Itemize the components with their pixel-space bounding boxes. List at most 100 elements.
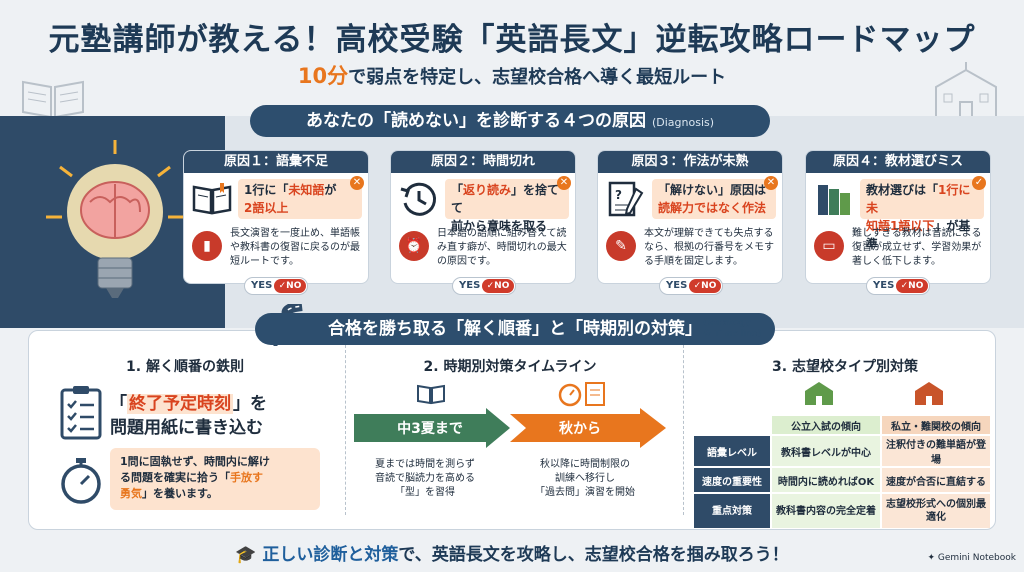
phase1-line: 音読で脳読力を高める [375, 473, 475, 484]
row-label: 速度の重要性 [694, 468, 770, 492]
column-divider [683, 345, 684, 515]
yes-no-toggle[interactable]: YES ✓NO [866, 277, 930, 295]
public-school-icon [805, 382, 833, 405]
cause-question: 「解けない」原因は読解力ではなく作法 [652, 179, 776, 219]
clock-rewind-icon [400, 182, 437, 216]
yes-label: YES [666, 280, 688, 291]
subtitle-highlight: 10分 [297, 64, 349, 88]
graduation-cap-icon: 🎓 [235, 545, 257, 565]
close-icon: ✕ [557, 176, 571, 190]
phase1-label: 中3夏まで [397, 421, 463, 437]
q-line2: 前から意味を取る [451, 219, 548, 233]
q-pre: 1行に「 [244, 183, 289, 197]
no-text: NO [908, 281, 924, 291]
cell-private: 速度が合否に直結する [882, 468, 990, 492]
col1-note: 1問に固執せず、時間内に解け る問題を確実に拾う「手放す 勇気」を養います。 [110, 448, 320, 510]
col1-quote: 「終了予定時刻」を問題用紙に書き込む [110, 392, 267, 440]
diagnosis-heading-en: (Diagnosis) [651, 116, 715, 129]
worksheet-pencil-icon: ? [608, 181, 644, 217]
no-label: ✓NO [689, 279, 721, 293]
cell-public: 時間内に読めればOK [772, 468, 880, 492]
private-school-icon [915, 382, 943, 405]
q-red: 1行に未 [866, 183, 971, 215]
open-book-circle-icon: ▭ [814, 231, 844, 261]
table-row: 速度の重要性 時間内に読めればOK 速度が合否に直結する [694, 468, 990, 492]
col2-title: 2. 時期別対策タイムライン [423, 359, 597, 375]
school-deco-icon [935, 62, 997, 118]
no-text: NO [494, 281, 510, 291]
phase2-label: 秋から [559, 421, 601, 437]
table-row: 重点対策 教科書内容の完全定着 志望校形式への個別最適化 [694, 494, 990, 528]
cell-public: 教科書レベルが中心 [772, 436, 880, 466]
table-header-private: 私立・難関校の傾向 [882, 416, 990, 434]
row-label: 重点対策 [694, 494, 770, 528]
svg-text:?: ? [615, 188, 622, 202]
quote-line2: 問題用紙に書き込む [110, 418, 263, 438]
phase1-text: 夏までは時間を測らず 音読で脳読力を高める 「型」を習得 [350, 458, 500, 500]
phase2-text: 秋以降に時間制限の 訓練へ移行し 「過去問」演習を開始 [510, 458, 660, 500]
yes-label: YES [251, 280, 273, 291]
yes-no-toggle[interactable]: YES ✓NO [659, 277, 723, 295]
clipboard-checklist-icon [60, 386, 102, 440]
no-text: NO [286, 281, 302, 291]
cause-card-2: 原因２：時間切れ 「返り読み」を捨てて前から意味を取る ✕ ⏰ 日本語の語順に組… [390, 150, 576, 284]
lightbulb-brain-icon [46, 140, 184, 298]
row-label: 語彙レベル [694, 436, 770, 466]
q-pre: 「 [451, 183, 464, 197]
check-icon: ✓ [972, 176, 986, 190]
strategy-heading-en: (Strategy & Timeline) [703, 318, 761, 340]
note-line3: 」を養います。 [142, 487, 218, 500]
phase2-line: 「過去問」演習を開始 [535, 487, 635, 498]
column-divider [345, 345, 346, 515]
no-label: ✓NO [482, 279, 514, 293]
diagnosis-heading: あなたの「読めない」を診断する４つの原因 (Diagnosis) [250, 105, 770, 137]
memo-pencil-icon: ✎ [606, 231, 636, 261]
phase2-line: 秋以降に時間制限の [540, 459, 630, 470]
yes-label: YES [459, 280, 481, 291]
subtitle-text: で弱点を特定し、志望校合格へ導く最短ルート [348, 67, 727, 88]
cause-question: 「返り読み」を捨てて前から意味を取る [445, 179, 569, 233]
q-post: が [324, 183, 337, 197]
cause-card-4: 原因４：教材選びミス 教材選びは「1行に未知語1語以下」が基準 ✓ ▭ 難しすぎ… [805, 150, 991, 284]
no-text: NO [701, 281, 717, 291]
cause-card-title: 原因１：語彙不足 [184, 151, 368, 173]
quote-red: 終了予定時刻 [127, 394, 233, 414]
q-line2: 」が基準 [866, 219, 971, 251]
cause-answer: 難しすぎる教材は音読による復習が成立せず、学習効果が著しく低下します。 [852, 228, 982, 267]
cause-answer: 長文演習を一度止め、単語帳や教科書の復習に戻るのが最短ルートです。 [230, 228, 360, 267]
strategy-heading: 合格を勝ち取る「解く順番」と「時期別の対策」 [255, 313, 775, 345]
yes-no-toggle[interactable]: YES ✓NO [244, 277, 308, 295]
stopwatch-document-icon [558, 382, 605, 407]
strategy-en-2: & Timeline) [703, 329, 762, 339]
no-label: ✓NO [896, 279, 928, 293]
open-book-icon [192, 183, 232, 215]
note-red: 手放す [230, 471, 263, 484]
page-title: 元塾講師が教える！高校受験「英語長文」逆転攻略ロードマップ [48, 22, 976, 58]
phase1-line: 「型」を習得 [395, 487, 455, 498]
table-header-public: 公立入試の傾向 [772, 416, 880, 434]
footer-message: 🎓 正しい診断と対策で、英語長文を攻略し、志望校合格を掴み取ろう！ [0, 540, 1024, 565]
quote-pre: 「 [110, 394, 127, 414]
yes-no-toggle[interactable]: YES ✓NO [452, 277, 516, 295]
q-red: 返り読み [463, 183, 512, 197]
q-line2-red: 読解力 [658, 201, 695, 215]
brand-text: Gemini Notebook [937, 553, 1016, 563]
cause-card-title: 原因２：時間切れ [391, 151, 575, 173]
stacked-books-icon [818, 185, 850, 215]
strategy-en-1: (Strategy [703, 318, 752, 328]
footer-blue: 正しい診断と対策 [262, 545, 399, 565]
q-post: 」を捨てて [451, 183, 560, 215]
cause-card-3: 原因３：作法が未熟 ? 「解けない」原因は読解力ではなく作法 ✕ ✎ 本文が理解… [597, 150, 783, 284]
diagnosis-heading-text: あなたの「読めない」を診断する４つの原因 [305, 111, 646, 131]
book-deco-icon [22, 80, 84, 119]
cause-question: 教材選びは「1行に未知語1語以下」が基準 [860, 179, 984, 251]
q-line2-red: 知語1語以下 [866, 219, 935, 233]
q-line2: ではなく作法 [694, 201, 767, 215]
timeline-arrows [354, 408, 666, 448]
footer-rest: で、英語長文を攻略し、志望校合格を掴み取ろう！ [398, 545, 789, 565]
brand-logo-icon: ✦ [927, 553, 936, 563]
q-red: 未知語 [288, 183, 325, 197]
book-small-icon [417, 384, 445, 405]
